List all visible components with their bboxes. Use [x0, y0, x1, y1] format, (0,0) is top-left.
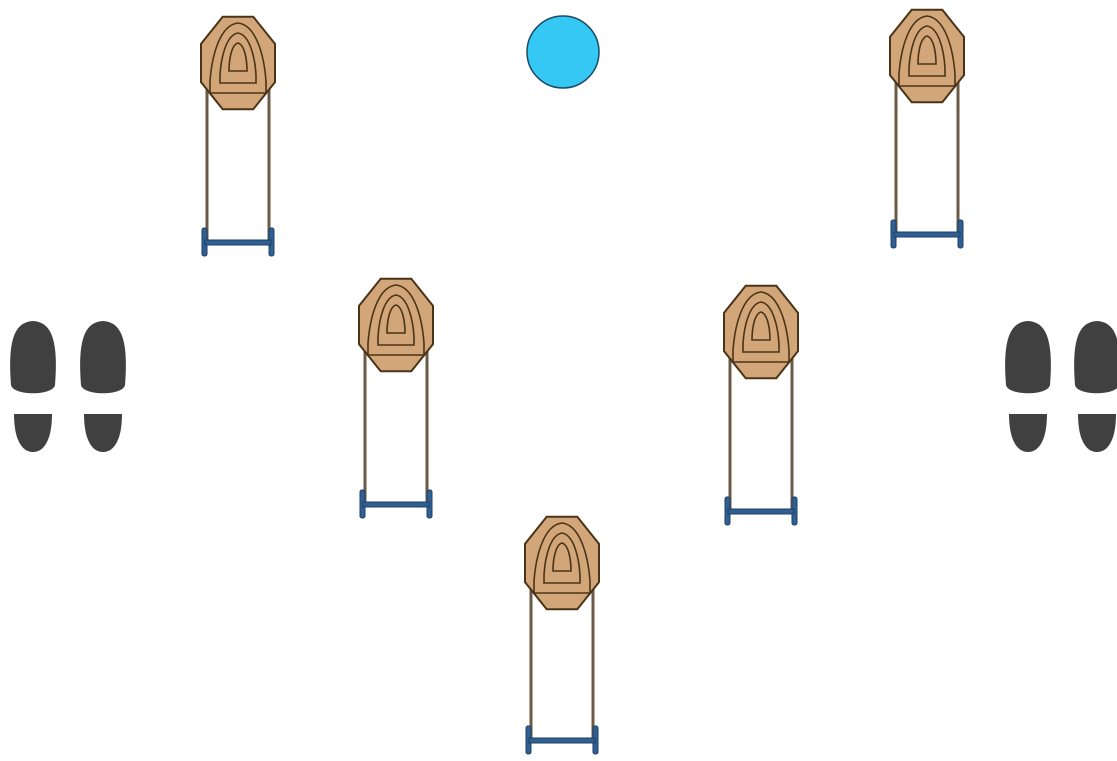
shoe-print-icon: [10, 321, 56, 452]
steel-target-icon: [724, 286, 798, 378]
steel-target-icon: [890, 10, 964, 102]
steel-target-icon: [201, 17, 275, 109]
steel-target-icon: [359, 279, 433, 371]
shoe-print-icon: [1074, 321, 1117, 452]
blue-circle-icon: [527, 16, 599, 88]
shoe-print-icon: [80, 321, 126, 452]
steel-target-icon: [525, 517, 599, 609]
shoe-print-icon: [1005, 321, 1051, 452]
